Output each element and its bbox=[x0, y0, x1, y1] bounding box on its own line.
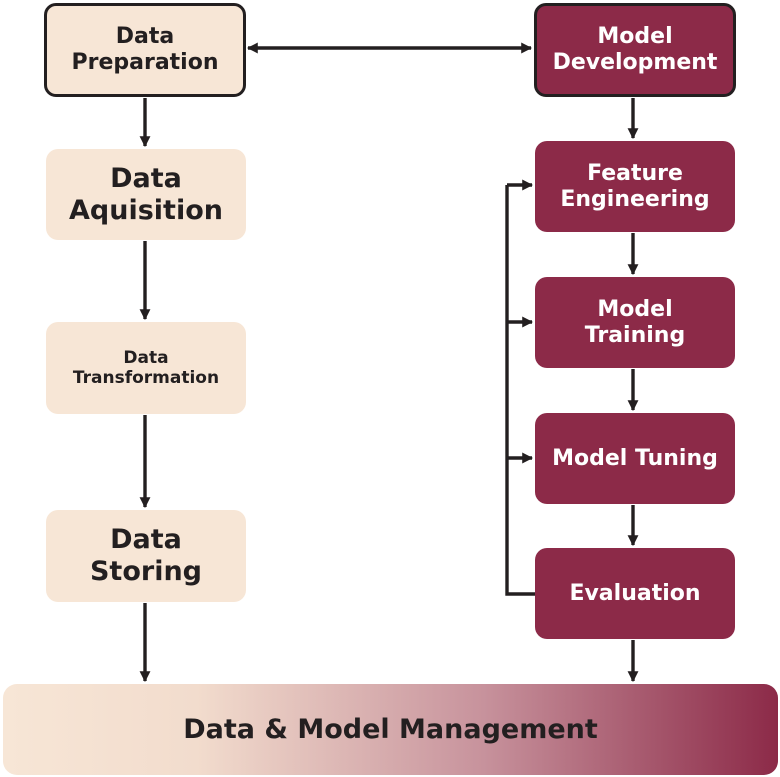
model-training-line-2: Training bbox=[584, 322, 686, 348]
data-storing-node: Data Storing bbox=[46, 510, 246, 602]
data-transformation-line-1: Data bbox=[123, 347, 169, 368]
model-tuning-label: Model Tuning bbox=[552, 445, 718, 471]
data-transformation-line-2: Transformation bbox=[72, 368, 220, 388]
model-development-line-1: Model bbox=[597, 24, 673, 50]
data-preparation-node: Data Preparation bbox=[44, 3, 246, 97]
data-acquisition-node: Data Aquisition bbox=[46, 149, 246, 240]
feature-engineering-line-1: Feature bbox=[587, 160, 683, 186]
data-model-management-bar: Data & Model Management bbox=[3, 684, 778, 775]
data-preparation-line-1: Data bbox=[115, 24, 175, 50]
feedback-loop-line bbox=[505, 185, 535, 596]
data-storing-line-1: Data bbox=[110, 524, 182, 556]
data-acquisition-line-2: Aquisition bbox=[69, 194, 223, 226]
feature-engineering-line-2: Engineering bbox=[560, 186, 710, 212]
model-development-line-2: Development bbox=[552, 50, 718, 75]
model-training-line-1: Model bbox=[597, 296, 673, 322]
evaluation-label: Evaluation bbox=[569, 580, 701, 606]
data-acquisition-line-1: Data bbox=[110, 162, 182, 194]
data-transformation-node: Data Transformation bbox=[46, 322, 246, 414]
evaluation-node: Evaluation bbox=[535, 548, 735, 639]
model-training-node: Model Training bbox=[535, 277, 735, 368]
data-model-management-label: Data & Model Management bbox=[183, 713, 598, 745]
data-preparation-line-2: Preparation bbox=[71, 50, 219, 75]
model-development-node: Model Development bbox=[534, 3, 736, 97]
data-storing-line-2: Storing bbox=[89, 556, 203, 587]
feature-engineering-node: Feature Engineering bbox=[535, 141, 735, 232]
model-tuning-node: Model Tuning bbox=[535, 413, 735, 504]
